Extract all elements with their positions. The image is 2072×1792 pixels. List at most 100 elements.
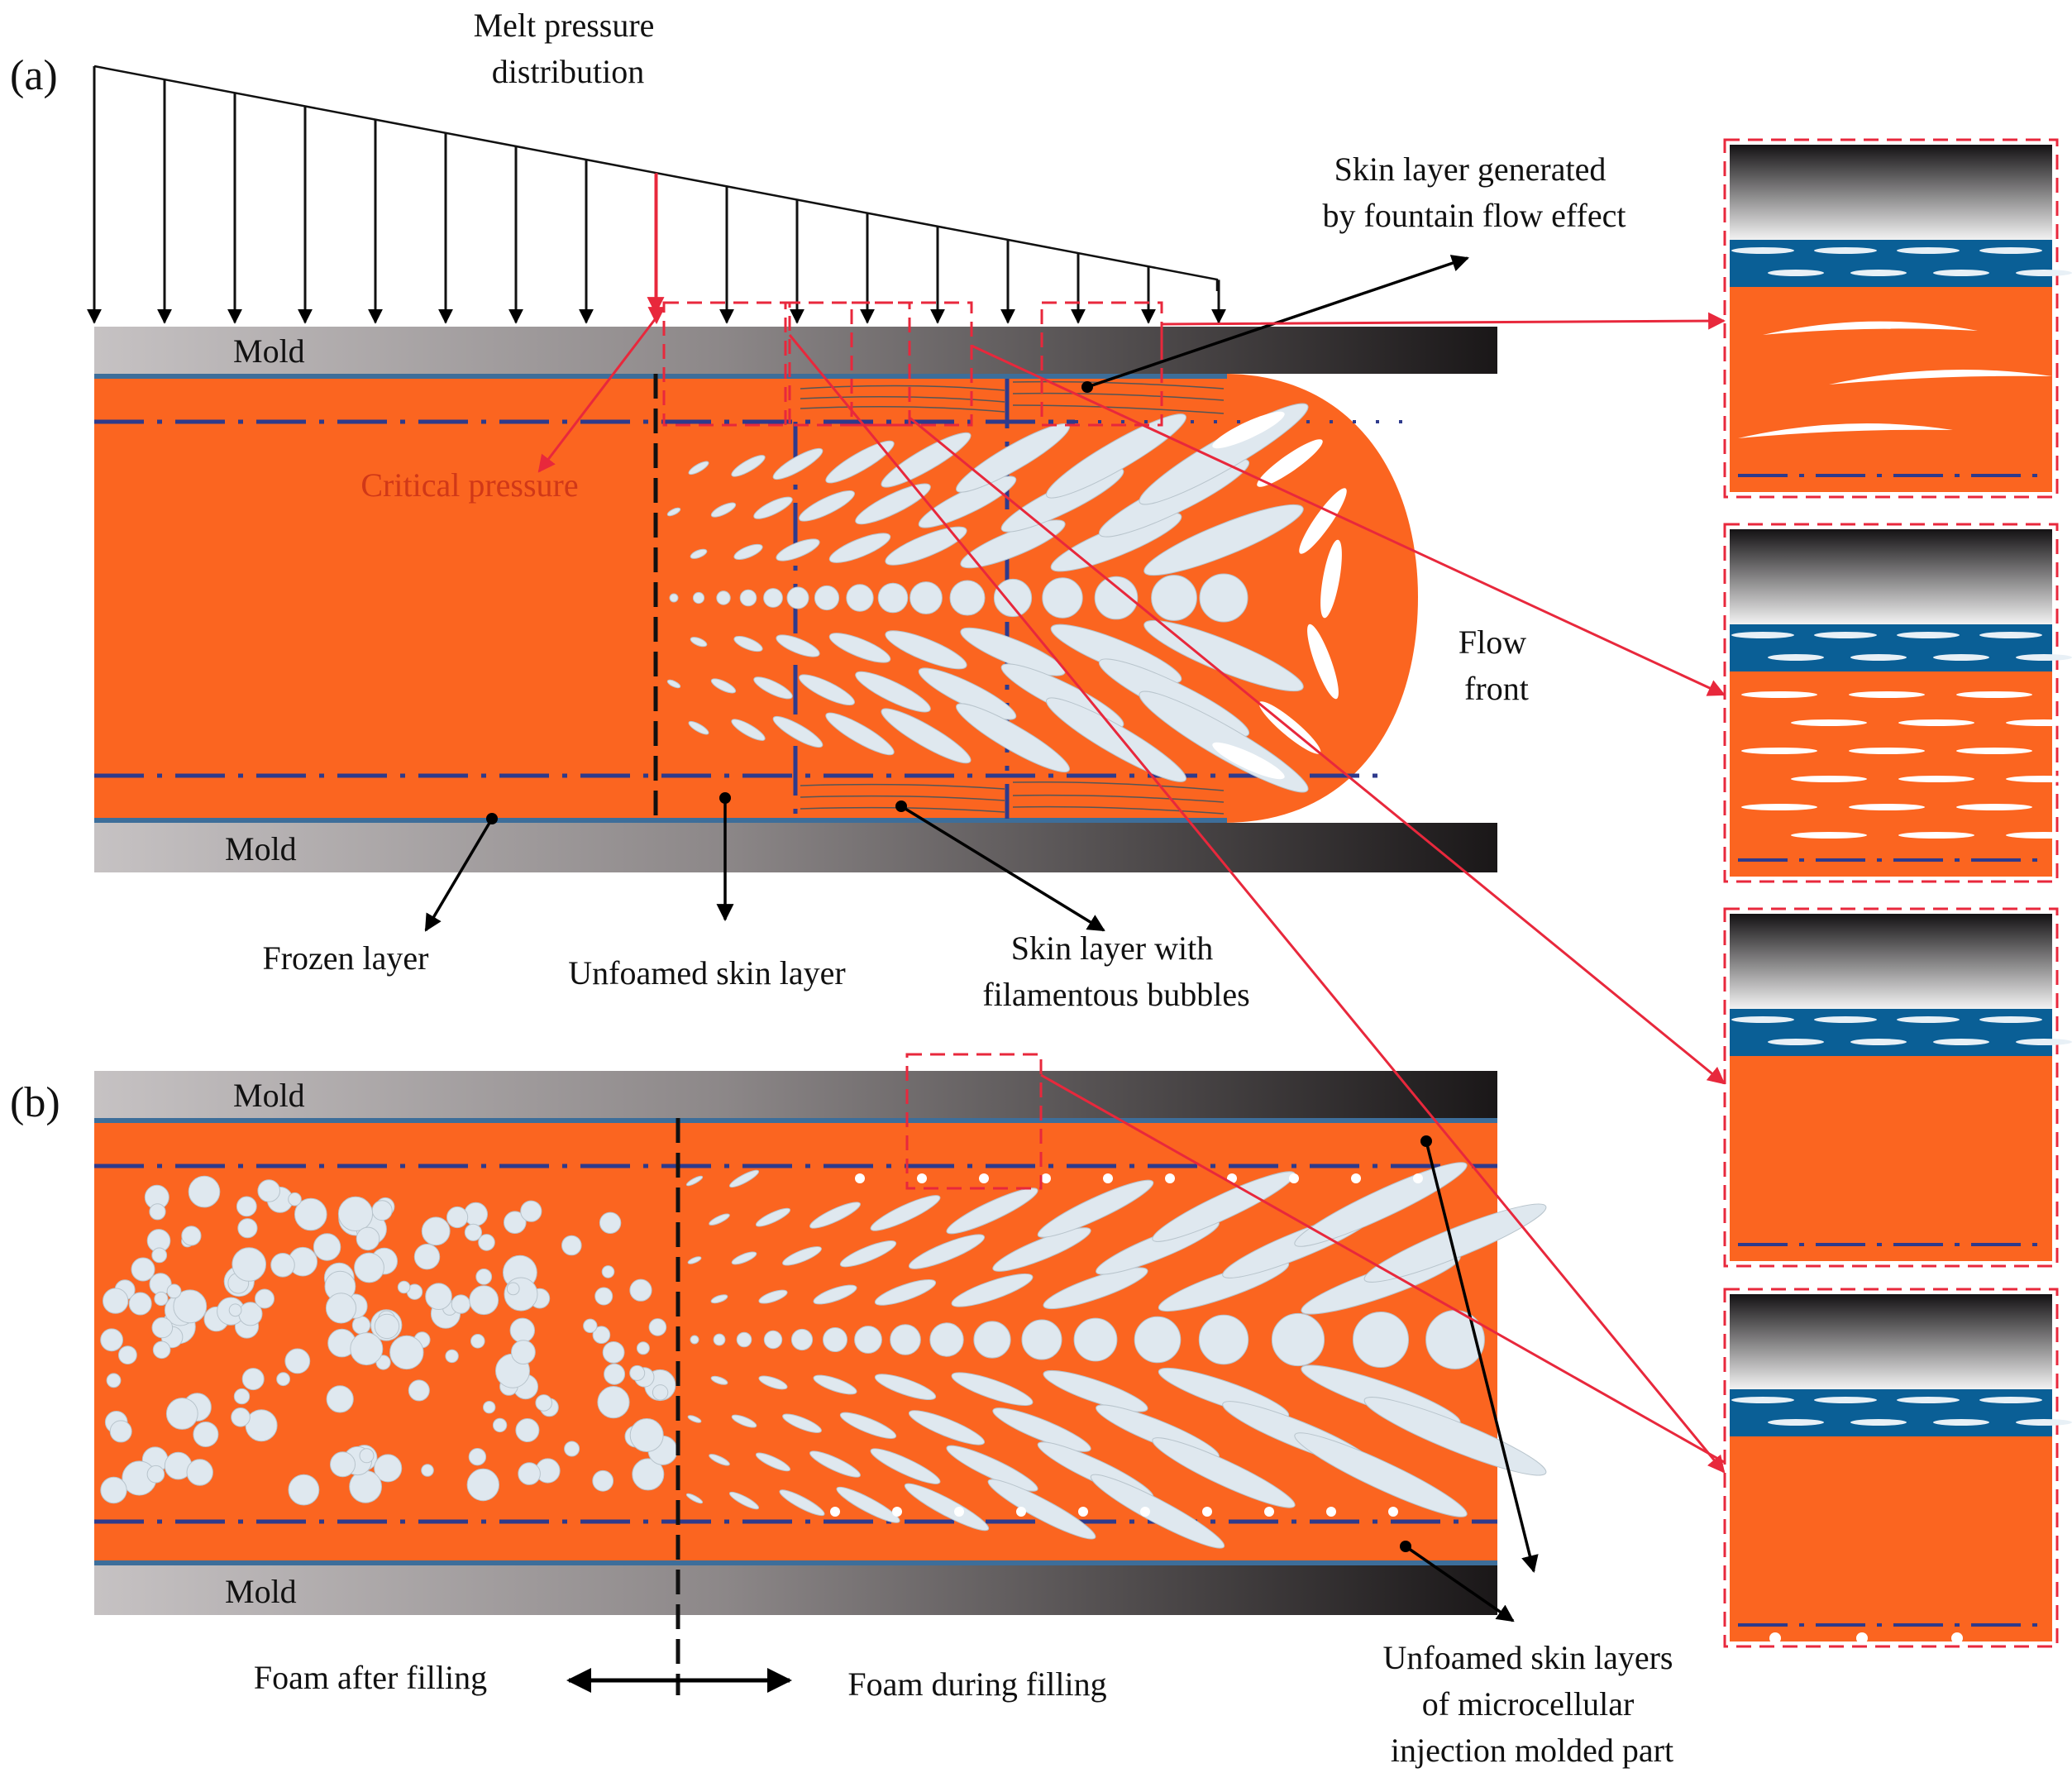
inset-frame bbox=[1723, 1288, 2059, 1648]
mold-label-a-bottom: Mold bbox=[225, 830, 297, 867]
inset-skin-bubble bbox=[1768, 270, 1824, 276]
melt-pressure-line1: Melt pressure bbox=[474, 7, 655, 44]
round-bubble bbox=[193, 1422, 219, 1447]
inset-skin-bubble bbox=[2016, 654, 2072, 661]
bubble-lower bbox=[809, 1450, 861, 1478]
inset-line-bubble bbox=[1791, 776, 1867, 782]
flow-front-line2: front bbox=[1464, 670, 1529, 707]
bubble-center bbox=[993, 578, 1033, 618]
round-bubble bbox=[100, 1476, 127, 1504]
round-bubble bbox=[337, 1196, 374, 1232]
bubble-upper bbox=[813, 1284, 857, 1305]
fountain-streak bbox=[1212, 742, 1285, 780]
inset-mold bbox=[1730, 1294, 2052, 1389]
round-bubble bbox=[511, 1340, 536, 1364]
round-bubble bbox=[128, 1292, 152, 1316]
round-bubble bbox=[166, 1283, 182, 1299]
bubbles-a bbox=[666, 403, 1347, 793]
bubble-upper bbox=[753, 496, 793, 519]
inset-skin-bubble bbox=[1768, 1039, 1824, 1045]
inset-line-bubble bbox=[1741, 804, 1817, 810]
round-bubble bbox=[466, 1468, 499, 1502]
bubble-center bbox=[716, 590, 731, 605]
bubble-lower bbox=[946, 1445, 1038, 1492]
round-bubble bbox=[288, 1192, 302, 1207]
unfoamed-layers-line1: Unfoamed skin layers bbox=[1382, 1639, 1673, 1676]
bubble-center bbox=[973, 1321, 1011, 1359]
inset-line-bubble bbox=[2006, 719, 2072, 726]
inset-skin-bubble bbox=[1933, 654, 1989, 661]
round-bubble bbox=[425, 1283, 452, 1310]
round-bubble bbox=[504, 1277, 538, 1312]
inset-skin-bubble bbox=[1814, 1397, 1877, 1403]
bubble-upper bbox=[685, 1175, 704, 1187]
bubble-center bbox=[763, 1330, 783, 1350]
inset-skin-bubble bbox=[1731, 1397, 1794, 1403]
bubble-center bbox=[1021, 1319, 1062, 1360]
round-bubble bbox=[515, 1418, 540, 1442]
round-bubble bbox=[421, 1464, 434, 1477]
skin-bubble bbox=[954, 1507, 964, 1517]
inset-skin-bubble bbox=[1814, 632, 1877, 638]
round-bubble bbox=[326, 1385, 354, 1413]
inset-line-bubble bbox=[1791, 832, 1867, 839]
callout-box-a2 bbox=[784, 301, 911, 427]
inset-skin-bubble bbox=[1897, 1016, 1960, 1023]
round-bubble bbox=[375, 1355, 391, 1370]
bubble-lower bbox=[992, 1407, 1091, 1452]
skin-filament-line1: Skin layer with bbox=[1011, 929, 1213, 967]
bubble-lower bbox=[799, 674, 855, 706]
bubble-lower bbox=[885, 630, 967, 670]
bubble-lower bbox=[755, 1452, 791, 1472]
frozen-layer-top-a bbox=[94, 374, 1227, 379]
fountain-streak bbox=[1299, 488, 1347, 554]
callout-box-a3 bbox=[850, 301, 973, 427]
inset-skin-bubble bbox=[1933, 1419, 1989, 1426]
skin-bubble bbox=[1202, 1507, 1212, 1517]
bubble-lower bbox=[685, 1493, 704, 1504]
round-bubble bbox=[354, 1252, 384, 1283]
inset-skin-bubble bbox=[1979, 247, 2042, 254]
bubble-center bbox=[786, 586, 809, 609]
bubble-upper bbox=[908, 1234, 986, 1269]
melt-pressure-label: Melt pressure distribution bbox=[474, 7, 663, 90]
bubble-center bbox=[929, 1322, 964, 1357]
round-bubble bbox=[478, 1234, 495, 1251]
skin-fountain-label: Skin layer generated by fountain flow ef… bbox=[1323, 151, 1626, 234]
panel-a: (a) Melt pressure distribution Mold Mold bbox=[10, 7, 1626, 1013]
bubble-lower bbox=[690, 637, 708, 648]
bubble-lower bbox=[772, 715, 824, 748]
round-bubble bbox=[131, 1257, 155, 1282]
inset-dot-bubble bbox=[1769, 1632, 1781, 1644]
skin-bubble bbox=[1103, 1173, 1113, 1183]
inset-skin-bubble bbox=[1979, 632, 2042, 638]
bubble-lower bbox=[956, 703, 1070, 773]
flow-front-line1: Flow bbox=[1459, 624, 1526, 661]
bubble-center bbox=[846, 584, 874, 612]
inset-dot-bubble bbox=[1856, 1632, 1868, 1644]
inset-skin-bubble bbox=[1979, 1016, 2042, 1023]
round-bubble bbox=[154, 1291, 169, 1307]
round-bubble bbox=[288, 1474, 320, 1506]
inset-filament bbox=[1738, 423, 1953, 438]
bubble-center bbox=[877, 582, 909, 614]
round-bubble bbox=[597, 1386, 630, 1419]
fountain-streak bbox=[1320, 539, 1342, 619]
bubble-upper bbox=[1046, 413, 1186, 499]
bubble-upper bbox=[828, 533, 891, 563]
inset-line-bubble bbox=[1791, 719, 1867, 726]
bubble-center bbox=[909, 581, 943, 614]
bubble-lower bbox=[710, 1375, 728, 1385]
inset-skin-layer bbox=[1730, 1389, 2052, 1436]
foam-after-label: Foam after filling bbox=[254, 1659, 487, 1696]
bubble-center bbox=[713, 1333, 726, 1346]
round-bubble bbox=[228, 1303, 242, 1317]
bubble-upper bbox=[1143, 504, 1304, 576]
bubble-upper bbox=[733, 543, 763, 560]
bubble-center bbox=[854, 1326, 882, 1354]
round-bubble bbox=[151, 1317, 174, 1339]
round-bubble bbox=[509, 1317, 535, 1344]
inset-column bbox=[1723, 138, 2072, 1648]
bubble-upper bbox=[874, 1279, 937, 1306]
bubble-lower bbox=[908, 1410, 986, 1446]
